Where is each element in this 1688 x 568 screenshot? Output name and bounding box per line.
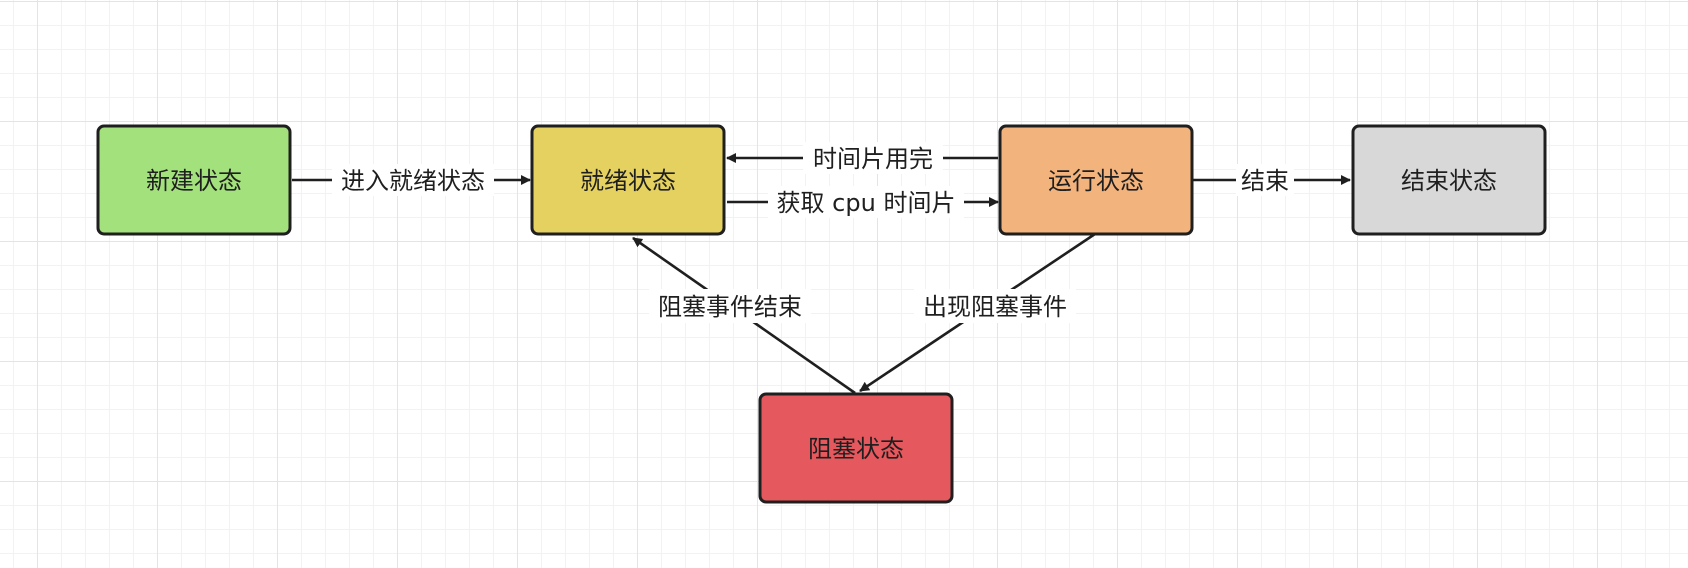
node-terminated-label: 结束状态 — [1401, 167, 1497, 195]
node-ready-label: 就绪状态 — [580, 167, 676, 195]
node-running-label: 运行状态 — [1048, 167, 1144, 195]
node-new-label: 新建状态 — [146, 167, 242, 195]
node-terminated: 结束状态 — [1351, 124, 1547, 236]
node-terminated-box — [1351, 124, 1547, 236]
edge-label-running-to-ready: 时间片用完 — [813, 145, 933, 173]
edge-ready-to-running: 获取 cpu 时间片 — [727, 186, 999, 218]
edge-label-blocked-to-ready: 阻塞事件结束 — [658, 293, 802, 321]
edge-label-new-to-ready: 进入就绪状态 — [341, 167, 485, 195]
node-running-box — [998, 124, 1194, 236]
node-blocked: 阻塞状态 — [758, 392, 954, 504]
node-ready-box — [530, 124, 726, 236]
edge-label-ready-to-running: 获取 cpu 时间片 — [777, 189, 956, 217]
node-new: 新建状态 — [96, 124, 292, 236]
edge-blocked-to-ready: 阻塞事件结束 — [632, 236, 856, 395]
edge-running-to-blocked: 出现阻塞事件 — [859, 232, 1096, 393]
node-blocked-label: 阻塞状态 — [808, 435, 904, 463]
edge-label-running-to-terminated: 结束 — [1241, 167, 1289, 195]
node-running: 运行状态 — [998, 124, 1194, 236]
node-new-box — [96, 124, 292, 236]
edge-label-running-to-blocked: 出现阻塞事件 — [923, 293, 1067, 321]
edge-running-to-terminated: 结束 — [1192, 164, 1351, 196]
node-ready: 就绪状态 — [530, 124, 726, 236]
edge-new-to-ready: 进入就绪状态 — [292, 164, 531, 196]
edge-running-to-ready: 时间片用完 — [726, 142, 998, 174]
node-blocked-box — [758, 392, 954, 504]
